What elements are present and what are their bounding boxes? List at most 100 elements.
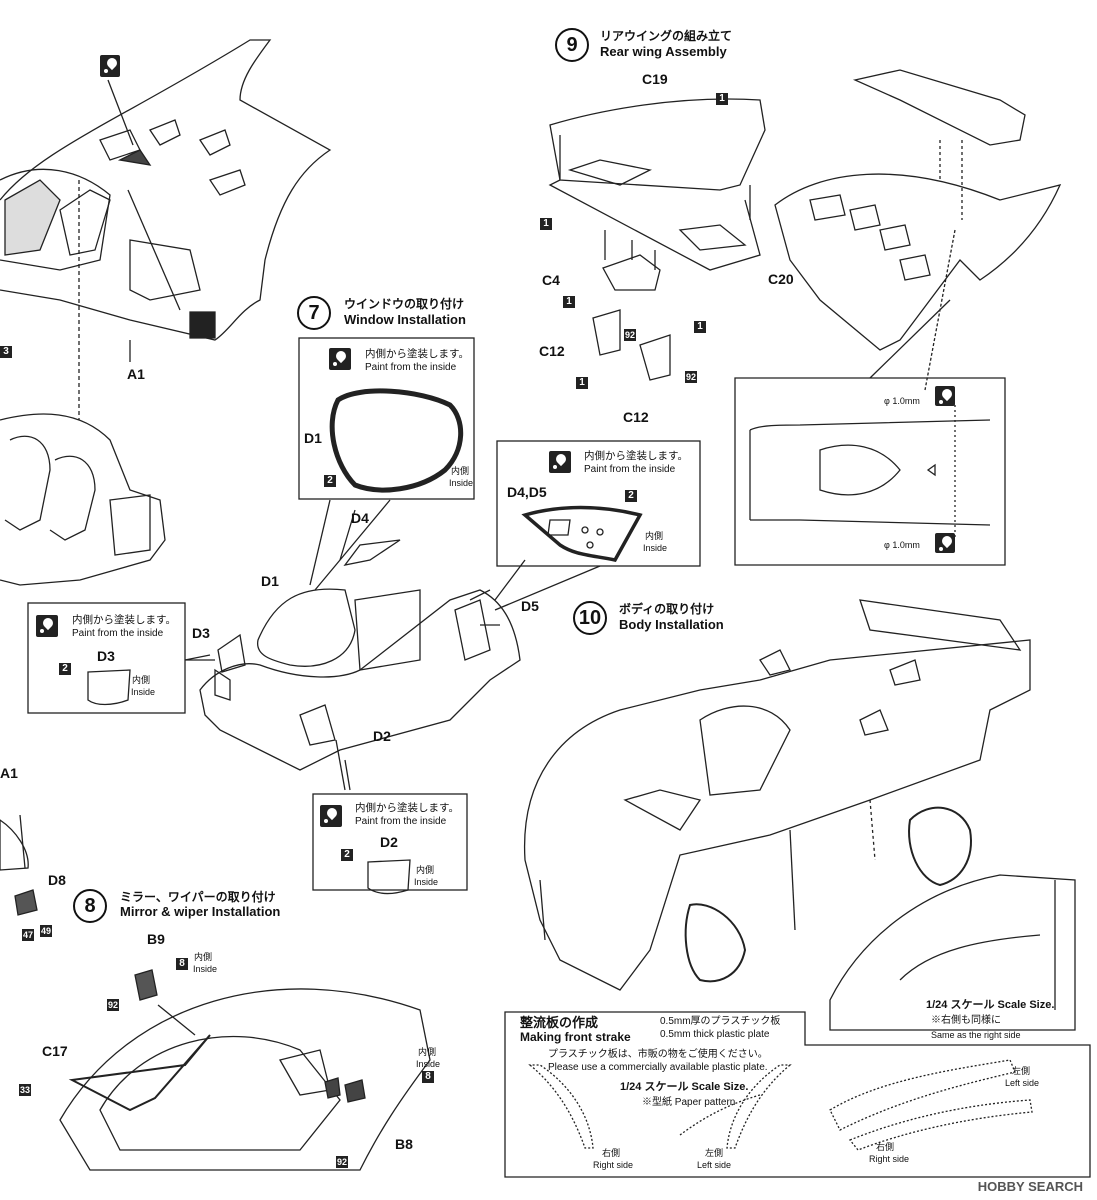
window-d1-drawing xyxy=(329,388,464,493)
rear-wing-body-drawing xyxy=(774,69,1062,391)
inside-jp-b9: 内側 xyxy=(194,952,213,962)
front-body-step7-drawing xyxy=(185,499,526,791)
inside-en-d2: Inside xyxy=(414,877,439,887)
callout-92-b8: 92 xyxy=(336,1156,349,1168)
strake-left-en-a: Left side xyxy=(697,1160,732,1170)
inside-en-d1: Inside xyxy=(449,478,474,488)
leader-d4d5 xyxy=(494,565,601,611)
label-d4d5: D4,D5 xyxy=(507,484,547,500)
label-d8: D8 xyxy=(48,872,66,888)
callout-3-edge: 3 xyxy=(0,346,12,358)
label-d3-box: D3 xyxy=(97,648,115,664)
callout-8-b9: 8 xyxy=(176,958,188,970)
strake-right-en-b: Right side xyxy=(869,1154,910,1164)
strake-commercial-en: Please use a commercially available plas… xyxy=(548,1062,768,1073)
strake-left-en-b: Left side xyxy=(1005,1078,1040,1088)
label-c12-b: C12 xyxy=(623,409,649,425)
dim-hole-top: φ 1.0mm xyxy=(884,396,920,406)
label-d2-box: D2 xyxy=(380,834,398,850)
label-d5: D5 xyxy=(521,598,539,614)
cockpit-tub-drawing xyxy=(0,413,166,586)
callout-2-d1: 2 xyxy=(324,475,336,487)
inside-en-d3: Inside xyxy=(131,687,156,697)
inside-jp-d1: 内側 xyxy=(451,466,470,476)
callout-8-b8: 8 xyxy=(422,1071,434,1083)
strake-plate-en: 0.5mm thick plastic plate xyxy=(660,1029,770,1040)
side-same-en: Same as the right side xyxy=(931,1030,1021,1040)
side-scale: 1/24 スケール Scale Size. xyxy=(926,999,1055,1011)
leader-d3 xyxy=(184,654,211,661)
box-d1 xyxy=(298,337,475,500)
label-d1-box: D1 xyxy=(304,430,322,446)
watermark-logo: HOBBY SEARCH xyxy=(977,1179,1083,1194)
strake-left-jp-b: 左側 xyxy=(1012,1066,1031,1076)
inside-jp-d2: 内側 xyxy=(416,865,435,875)
paint-note-en-d2: Paint from the inside xyxy=(355,816,447,827)
step-8-title-en: Mirror & wiper Installation xyxy=(120,904,281,919)
label-c12-a: C12 xyxy=(539,343,565,359)
inside-jp-d3: 内側 xyxy=(132,675,151,685)
dim-hole-bottom: φ 1.0mm xyxy=(884,540,920,550)
strake-title-jp: 整流板の作成 xyxy=(520,1015,599,1030)
rear-wing-drawing xyxy=(548,98,766,381)
paint-note-jp-d2: 内側から塗装します。 xyxy=(355,802,459,814)
inside-en-d4d5: Inside xyxy=(643,543,668,553)
step-10-title-jp: ボディの取り付け xyxy=(619,602,715,616)
box-d2 xyxy=(312,793,468,891)
step-10-title-en: Body Installation xyxy=(619,617,724,632)
leader-hole xyxy=(869,299,951,379)
drill-icon xyxy=(100,55,120,77)
hatched-marker-icon xyxy=(189,311,216,339)
paint-brush-icon xyxy=(549,451,571,473)
leader-d1 xyxy=(314,499,391,591)
callout-1-c12c: 1 xyxy=(576,377,588,389)
callout-1-c12a: 1 xyxy=(563,296,575,308)
paint-note-en-d4d5: Paint from the inside xyxy=(584,464,676,475)
callout-2-d2: 2 xyxy=(341,849,353,861)
callout-49: 49 xyxy=(40,925,53,937)
leader-d2 xyxy=(344,759,351,791)
mirror-wiper-drawing xyxy=(0,814,431,1171)
step-9-badge: 9 xyxy=(555,28,589,62)
paint-note-en-d3: Paint from the inside xyxy=(72,628,164,639)
box-d3 xyxy=(27,602,186,714)
callout-47: 47 xyxy=(22,929,35,941)
inside-en-b8: Inside xyxy=(416,1059,441,1069)
step-9-title-en: Rear wing Assembly xyxy=(600,44,727,59)
side-panel-drawing xyxy=(829,874,1076,1031)
label-a1-left: A1 xyxy=(0,765,18,781)
label-d1: D1 xyxy=(261,573,279,589)
step-7-title-jp: ウインドウの取り付け xyxy=(344,297,465,311)
paint-brush-icon xyxy=(329,348,351,370)
d3-part-drawing xyxy=(87,669,131,706)
label-c19: C19 xyxy=(642,71,668,87)
step-8-badge: 8 xyxy=(73,889,107,923)
paint-brush-icon xyxy=(36,615,58,637)
strake-scale: 1/24 スケール Scale Size. xyxy=(620,1081,749,1093)
step-9-title-jp: リアウイングの組み立て xyxy=(600,29,733,43)
label-d2: D2 xyxy=(373,728,391,744)
drill-icon xyxy=(935,533,955,553)
paint-note-en-d1: Paint from the inside xyxy=(365,362,457,373)
label-d3: D3 xyxy=(192,625,210,641)
label-c17: C17 xyxy=(42,1043,68,1059)
label-d4: D4 xyxy=(351,510,369,526)
strake-pattern: ※型紙 Paper pattern xyxy=(642,1097,736,1108)
callout-2-d4d5: 2 xyxy=(625,490,637,502)
paint-note-jp-d3: 内側から塗装します。 xyxy=(72,614,176,626)
window-d4d5-drawing xyxy=(521,505,643,562)
callout-92-a: 92 xyxy=(624,329,637,341)
strake-plate-jp: 0.5mm厚のプラスチック板 xyxy=(660,1016,781,1027)
label-c20: C20 xyxy=(768,271,794,287)
callout-1-wing: 1 xyxy=(540,218,552,230)
callout-92-b: 92 xyxy=(685,371,698,383)
callout-1-c19: 1 xyxy=(716,93,728,105)
side-same-jp: ※右側も同様に xyxy=(931,1015,1001,1026)
label-b8: B8 xyxy=(395,1136,413,1152)
step-7-title-en: Window Installation xyxy=(344,312,466,327)
paint-note-jp-d1: 内側から塗装します。 xyxy=(365,348,469,360)
label-b9: B9 xyxy=(147,931,165,947)
inside-jp-b8: 内側 xyxy=(418,1047,437,1057)
paint-brush-icon xyxy=(320,805,342,827)
